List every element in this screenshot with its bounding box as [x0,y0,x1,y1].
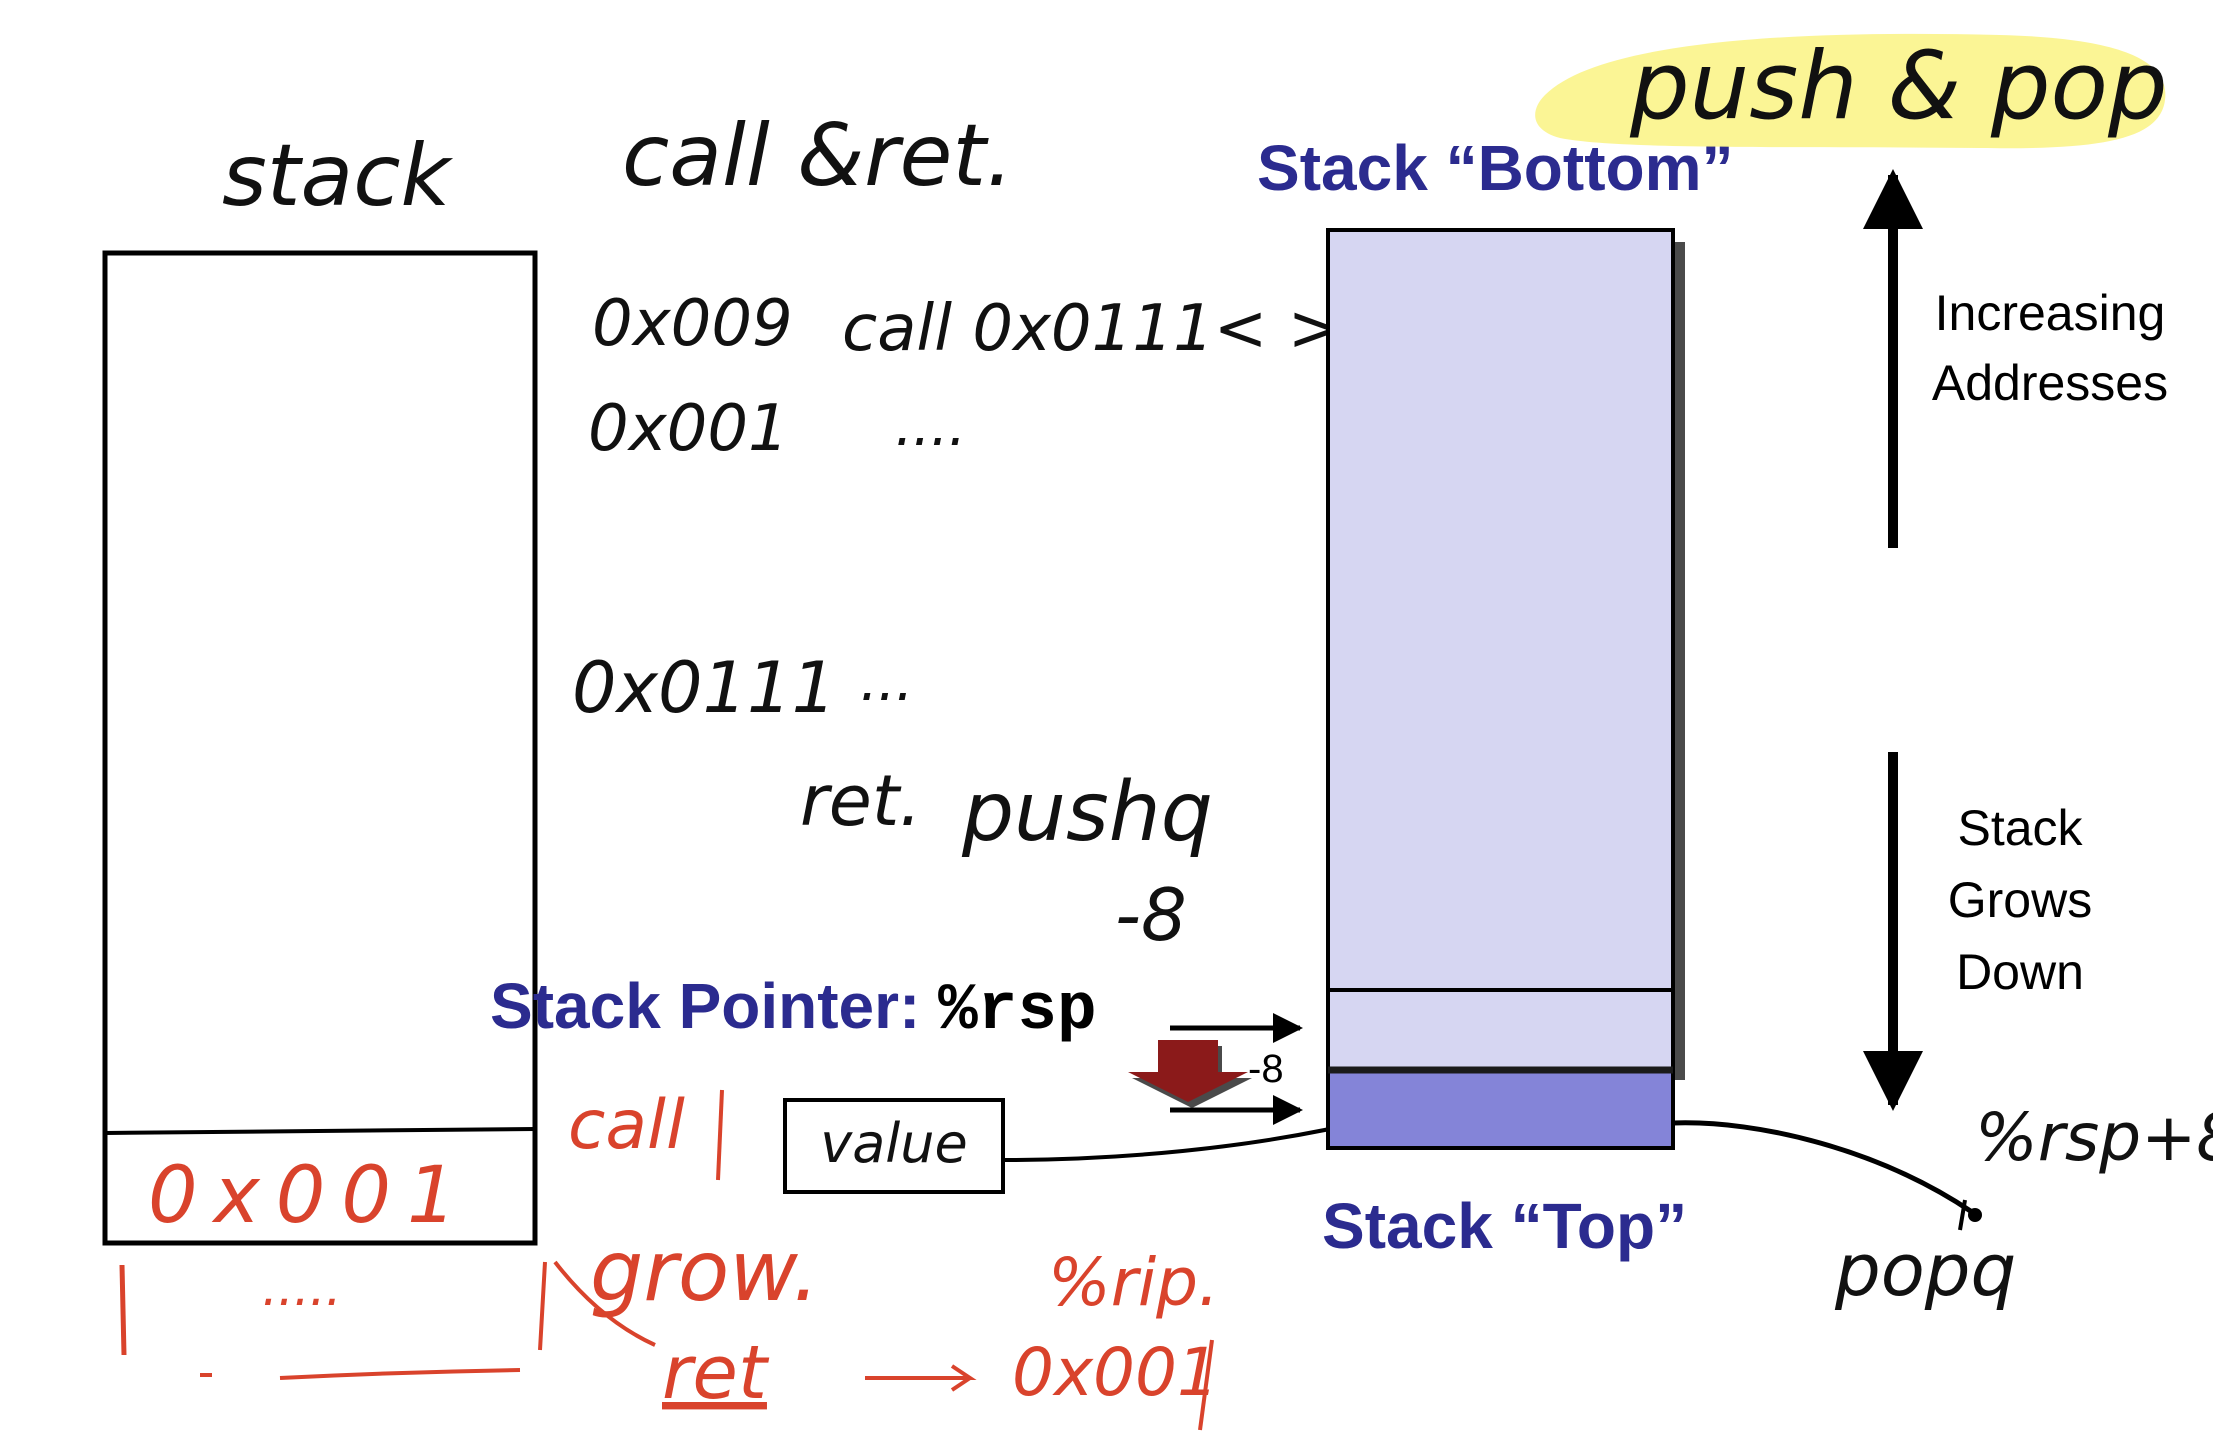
left-stack-title: stack [222,126,454,226]
stack-top-label: Stack “Top” [1322,1190,1687,1262]
increasing-label-line1: Increasing [1935,285,2166,341]
left-stack-cell-value: 0x001 [148,1151,473,1241]
grow-note: grow. [590,1222,819,1320]
code-line3-address: 0x0111 [572,647,836,729]
popq-note: popq [1834,1228,2016,1312]
ret-flow-red-stroke [1198,1339,1214,1431]
stack-pushed-slot [1326,988,1675,1072]
grows-label-line3: Down [1956,944,2084,1000]
value-box-label: value [820,1112,968,1175]
stack-pointer-label: Stack Pointer: %rsp [490,970,1097,1048]
pop-curve-dot [1968,1208,1982,1222]
code-line1-address: 0x009 [592,287,793,361]
minus8-handwritten: -8 [1115,873,1187,957]
pushq-note: pushq [961,765,1213,860]
push-pop-highlight [1535,33,2166,149]
left-stack-below-dots: ..... [262,1259,341,1317]
call-note: call [568,1086,685,1165]
rsp-plus8-tick [1958,1199,1967,1231]
value-box [783,1098,1005,1194]
left-stack-cell-divider [104,1127,536,1135]
code-line2-instruction: .... [895,394,966,459]
ret-flow-arrow [865,1364,977,1392]
rsp-plus8-note: %rsp+8 [1975,1099,2213,1176]
code-line3-instruction: ... [860,649,913,714]
stack-pointer-register: %rsp [938,973,1096,1048]
value-to-stack-arrow [1002,1111,1381,1162]
minus8-label: -8 [1248,1047,1284,1091]
grows-label-line2: Grows [1948,872,2092,928]
push-down-arrow-icon [1128,1040,1248,1102]
stack-pointer-text: Stack Pointer: [490,970,938,1042]
left-stack-red-underline [200,1368,521,1380]
ret-flow-target: 0x001 [1012,1334,1219,1411]
stack-top-slot [1326,1068,1675,1150]
code-heading: call &ret. [622,106,1014,206]
pop-curve [1672,1120,1974,1215]
ret-flow-rip: %rip. [1048,1244,1219,1321]
call-note-red-stroke [716,1089,724,1181]
left-stack-box [102,250,538,1246]
ret-note: ret. [800,760,922,842]
stack-upper-region [1326,228,1675,992]
left-stack-red-stroke [119,1264,127,1356]
grows-label-line1: Stack [1957,800,2083,856]
code-line1-instruction: call 0x0111< > [842,292,1341,366]
increasing-label-line2: Addresses [1932,355,2168,411]
grow-red-marks [538,1260,656,1351]
ret-flow-ret: ret [662,1330,770,1416]
push-pop-note: push & pop [1629,32,2168,141]
code-line2-address: 0x001 [588,392,789,466]
